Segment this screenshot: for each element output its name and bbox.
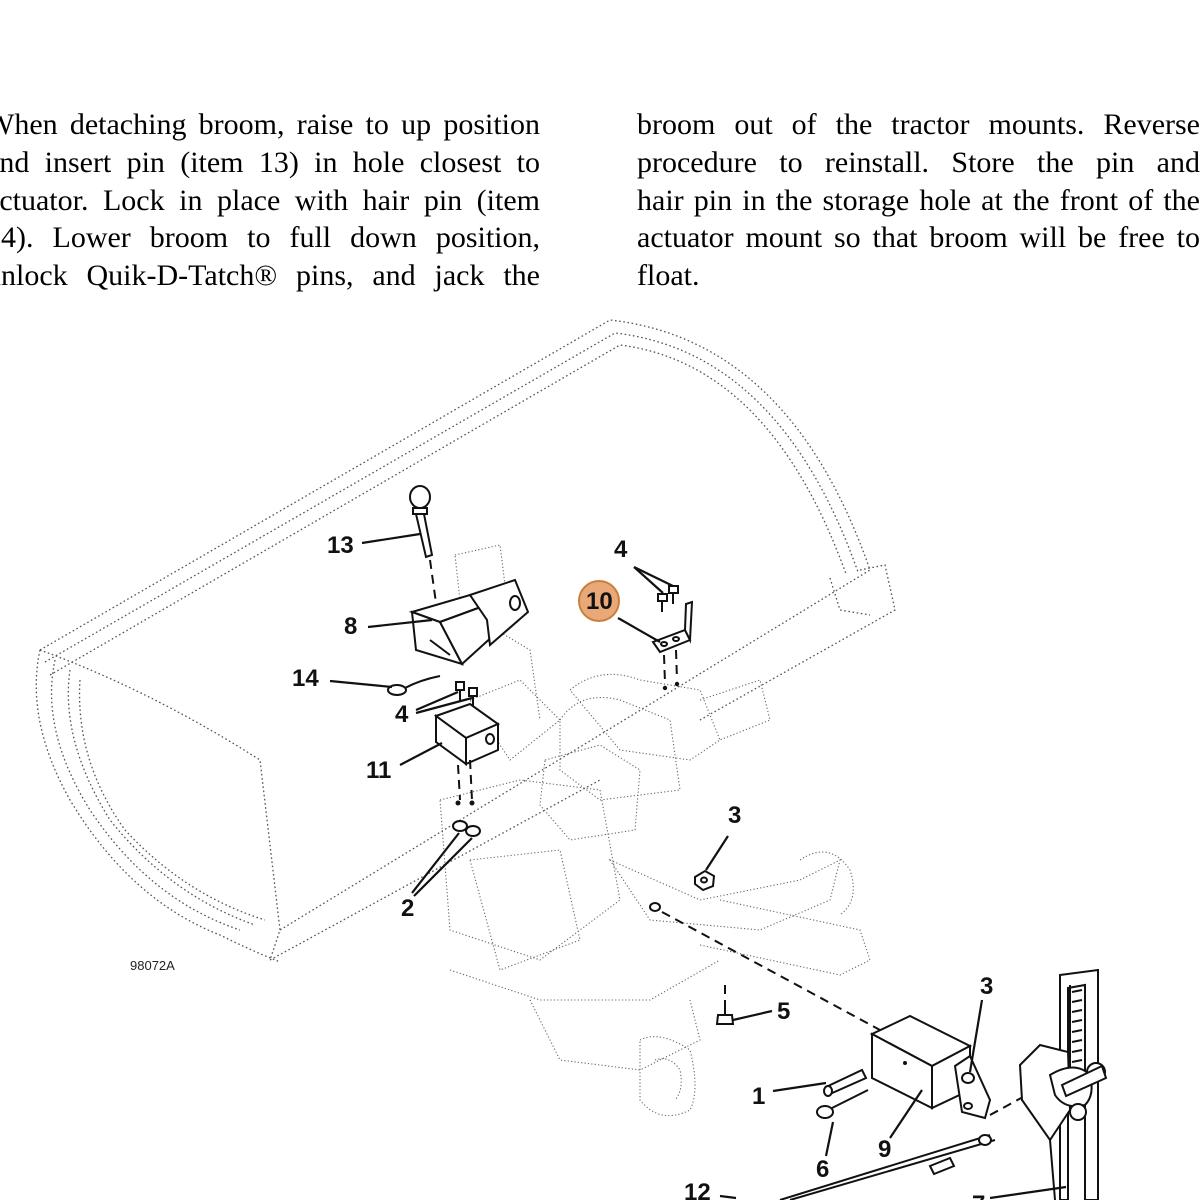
leader-lines [329,532,1067,1200]
part-8-bracket [408,578,530,666]
text-line: actuator mount so that broom will be fre… [637,221,1200,255]
instructions-right-column: broom out of the tractor mounts. Reverse… [637,106,1200,295]
assembly-line [429,559,438,611]
mount-hole [649,902,661,912]
tractor-frame [439,544,871,1117]
callout-10-highlight [578,580,620,622]
callout-14: 14 [292,665,319,692]
text-line: hair pin in the storage hole at the fron… [637,183,1200,217]
text-line: float. [637,259,700,293]
callout-9: 9 [878,1136,891,1163]
part-3-nut-upper [694,869,716,892]
text-line: procedure to reinstall. Store the pin an… [637,145,1200,179]
callout-3-lower: 3 [980,973,993,1000]
callout-6: 6 [816,1156,829,1183]
assembly-line [457,764,461,801]
part-7-lift-frame [1018,968,1108,1200]
text-line: 14). Lower broom to full down position, [0,221,540,255]
callout-13: 13 [327,532,354,559]
callout-3-upper: 3 [728,802,741,829]
part-9-actuator [869,1014,992,1120]
assembly-line [663,654,666,684]
callout-2: 2 [401,895,414,922]
text-line: broom out of the tractor mounts. Reverse [637,108,1200,141]
part-14-hair-pin [387,675,441,696]
assembly-line [469,759,473,801]
callout-12: 12 [684,1179,711,1200]
callout-4-right: 4 [614,536,628,563]
part-5-bolt [715,985,735,1025]
part-4-bolts-left [455,681,478,708]
part-10-bracket [651,600,694,654]
text-line: unlock Quik-D-Tatch® pins, and jack the [0,259,540,293]
assembly-line [675,649,678,681]
part-6-hair-pin [816,1089,869,1119]
part-1-pin [823,1068,868,1097]
text-line: actuator. Lock in place with hair pin (i… [0,183,540,217]
hole-marker [662,685,668,691]
callout-8: 8 [344,613,357,640]
part-2-nuts [452,800,481,837]
text-line: When detaching broom, raise to up positi… [0,108,540,141]
instructions-left-column: When detaching broom, raise to up positi… [0,106,540,295]
assembly-line [661,911,881,1031]
part-12-rod [779,1134,996,1200]
callout-1: 1 [752,1083,765,1110]
callout-7: 7 [972,1191,985,1200]
text-line: and insert pin (item 13) in hole closest… [0,145,540,179]
callout-10: 10 [586,588,613,615]
callout-11: 11 [366,757,391,784]
broom-housing [35,319,896,963]
part-4-bolts-right [657,585,679,612]
callout-5: 5 [777,998,790,1025]
figure-id: 98072A [130,958,175,973]
hole-marker [674,681,680,687]
part-13-pin [409,485,434,559]
part-11-block [433,702,501,766]
callout-4-left: 4 [395,701,409,728]
